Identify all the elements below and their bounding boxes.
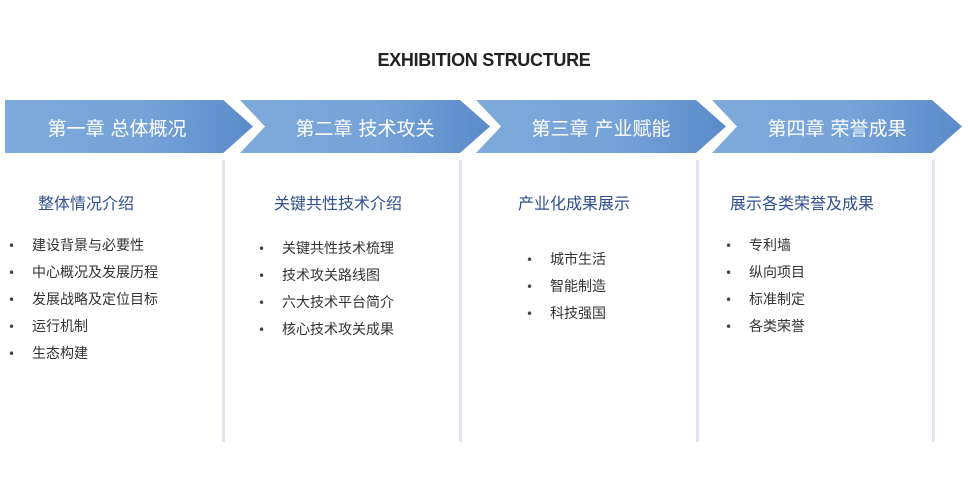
- chapter-3-banner: 第三章 产业赋能: [476, 100, 726, 153]
- list-item: 专利墙: [725, 233, 805, 260]
- divider: [459, 160, 462, 442]
- list-item: 各类荣誉: [725, 314, 805, 341]
- chapter-1-list: 建设背景与必要性 中心概况及发展历程 发展战略及定位目标 运行机制 生态构建: [8, 233, 158, 368]
- list-item: 科技强国: [526, 301, 606, 328]
- list-item: 城市生活: [526, 247, 606, 274]
- list-item: 中心概况及发展历程: [8, 260, 158, 287]
- chapter-3-list: 城市生活 智能制造 科技强国: [526, 247, 606, 328]
- chapter-3-heading: 产业化成果展示: [518, 194, 631, 213]
- list-item: 关键共性技术梳理: [258, 236, 394, 263]
- chapter-1-heading: 整体情况介绍: [38, 194, 135, 213]
- chapter-4-heading: 展示各类荣誉及成果: [730, 194, 875, 213]
- page-title: EXHIBITION STRUCTURE: [377, 50, 591, 70]
- chapter-3-label: 第三章 产业赋能: [531, 118, 671, 140]
- chapter-2-list: 关键共性技术梳理 技术攻关路线图 六大技术平台简介 核心技术攻关成果: [258, 236, 394, 344]
- divider: [696, 160, 699, 442]
- list-item: 六大技术平台简介: [258, 290, 394, 317]
- list-item: 纵向项目: [725, 260, 805, 287]
- list-item: 生态构建: [8, 341, 158, 368]
- divider: [932, 160, 935, 442]
- list-item: 核心技术攻关成果: [258, 317, 394, 344]
- list-item: 发展战略及定位目标: [8, 287, 158, 314]
- chapter-4-label: 第四章 荣誉成果: [767, 118, 907, 140]
- list-item: 技术攻关路线图: [258, 263, 394, 290]
- list-item: 运行机制: [8, 314, 158, 341]
- chapter-1-label: 第一章 总体概况: [47, 118, 187, 140]
- chapter-4-list: 专利墙 纵向项目 标准制定 各类荣誉: [725, 233, 805, 341]
- chapter-1-banner: 第一章 总体概况: [5, 100, 253, 153]
- chapter-2-heading: 关键共性技术介绍: [274, 194, 403, 213]
- list-item: 建设背景与必要性: [8, 233, 158, 260]
- chapter-2-banner: 第二章 技术攻关: [240, 100, 490, 153]
- chapter-4-banner: 第四章 荣誉成果: [712, 100, 962, 153]
- list-item: 标准制定: [725, 287, 805, 314]
- list-item: 智能制造: [526, 274, 606, 301]
- chapter-2-label: 第二章 技术攻关: [295, 118, 435, 140]
- divider: [222, 160, 225, 442]
